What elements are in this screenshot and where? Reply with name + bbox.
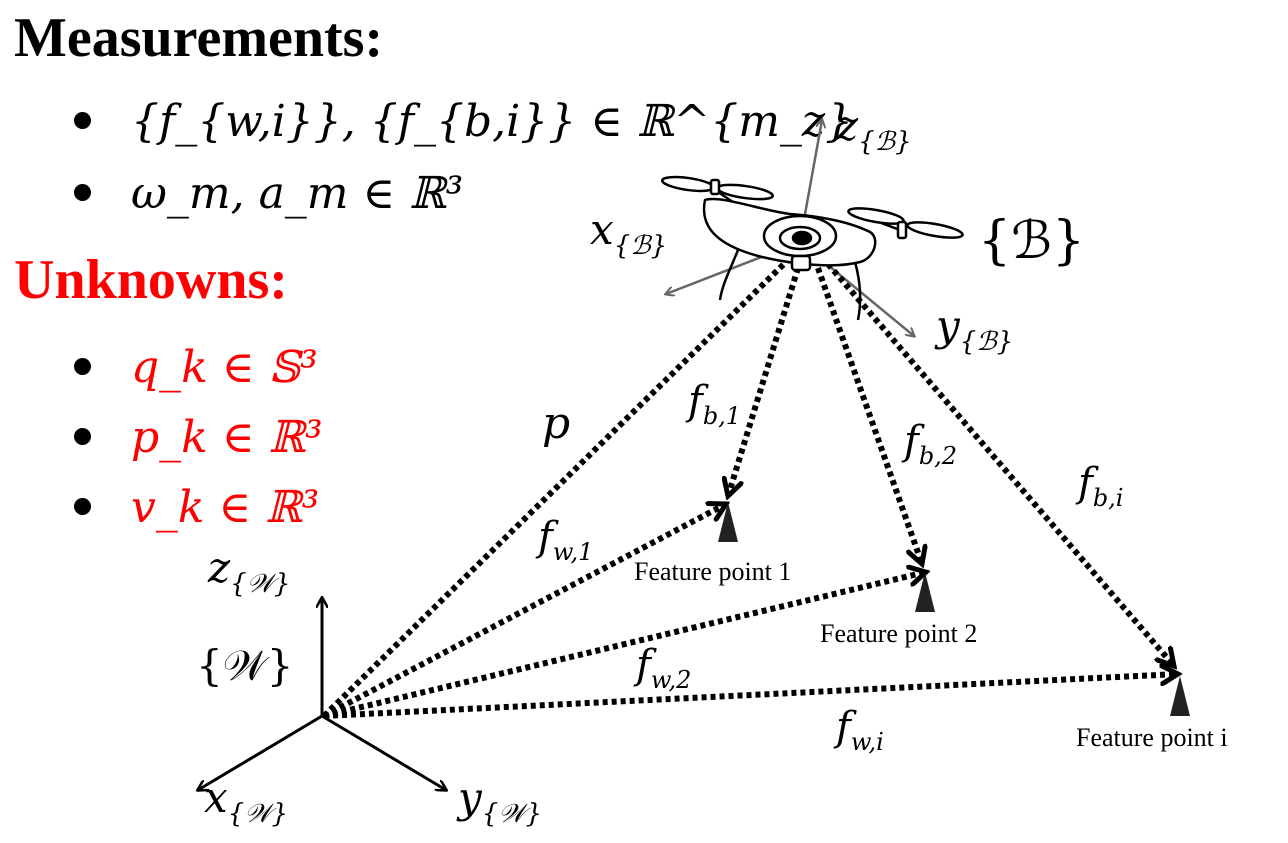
measurement-item-features: {f_{w,i}}, {f_{b,i}} ∈ ℝ^{m_z} — [74, 100, 853, 144]
body-z-label: z{ℬ} — [835, 101, 912, 157]
world-y-label: y{𝒲} — [456, 773, 542, 829]
bullet-icon — [74, 498, 91, 515]
measurement-item-imu: ω_m, a_m ∈ ℝ³ — [74, 172, 463, 216]
feature-point-1-label: Feature point 1 — [634, 557, 791, 586]
world-vectors — [321, 255, 1178, 719]
vector-fb1-label: fb,1 — [685, 378, 741, 430]
world-y-axis — [321, 714, 446, 790]
unknown-item-v: v_k ∈ ℝ³ — [74, 486, 319, 530]
vector-fwi — [323, 674, 1178, 719]
feature-point-i-marker — [1170, 676, 1190, 716]
vector-fw2 — [323, 572, 926, 719]
vector-fbi — [825, 262, 1174, 666]
vector-fw1-label: fw,1 — [535, 514, 593, 566]
feature-point-1-marker — [718, 502, 738, 542]
body-frame-label: {ℬ} — [978, 211, 1085, 271]
measurement-text: {f_{w,i}}, {f_{b,i}} ∈ ℝ^{m_z} — [131, 96, 854, 147]
bullet-icon — [74, 184, 91, 201]
vector-p — [321, 255, 793, 719]
vector-fb2-label: fb,2 — [901, 418, 957, 470]
unknown-item-p: p_k ∈ ℝ³ — [74, 416, 323, 460]
body-vectors — [728, 262, 1174, 666]
feature-point-2-label: Feature point 2 — [820, 619, 977, 648]
measurements-heading: Measurements: — [14, 7, 384, 69]
world-frame-label: {𝒲} — [196, 641, 293, 690]
vector-fw1 — [322, 504, 726, 719]
world-frame-axes — [198, 598, 446, 790]
measurement-text: ω_m, a_m ∈ ℝ³ — [131, 168, 464, 219]
unknowns-heading: Unknowns: — [14, 249, 288, 311]
body-y-label: y{ℬ} — [934, 301, 1013, 357]
unknown-text: p_k ∈ ℝ³ — [131, 412, 323, 463]
feature-point-2-marker — [915, 572, 935, 612]
vector-fbi-label: fb,i — [1075, 460, 1123, 512]
world-x-label: x{𝒲} — [204, 773, 288, 829]
unknown-text: q_k ∈ 𝕊³ — [131, 342, 318, 393]
quadcopter-icon — [660, 175, 964, 321]
vector-fw2-label: fw,2 — [633, 642, 691, 694]
vector-p-label: p — [542, 398, 570, 449]
feature-point-i-label: Feature point i — [1076, 723, 1228, 752]
world-x-axis — [198, 714, 323, 790]
vector-fb1 — [728, 267, 801, 496]
unknown-text: v_k ∈ ℝ³ — [131, 482, 320, 533]
body-x-label: x{ℬ} — [590, 205, 667, 261]
vector-fb2 — [815, 267, 922, 564]
world-z-label: z{𝒲} — [207, 543, 290, 599]
unknown-item-q: q_k ∈ 𝕊³ — [74, 346, 318, 390]
bullet-icon — [74, 428, 91, 445]
bullet-icon — [74, 358, 91, 375]
vector-fwi-label: fw,i — [833, 704, 884, 756]
bullet-icon — [74, 112, 91, 129]
